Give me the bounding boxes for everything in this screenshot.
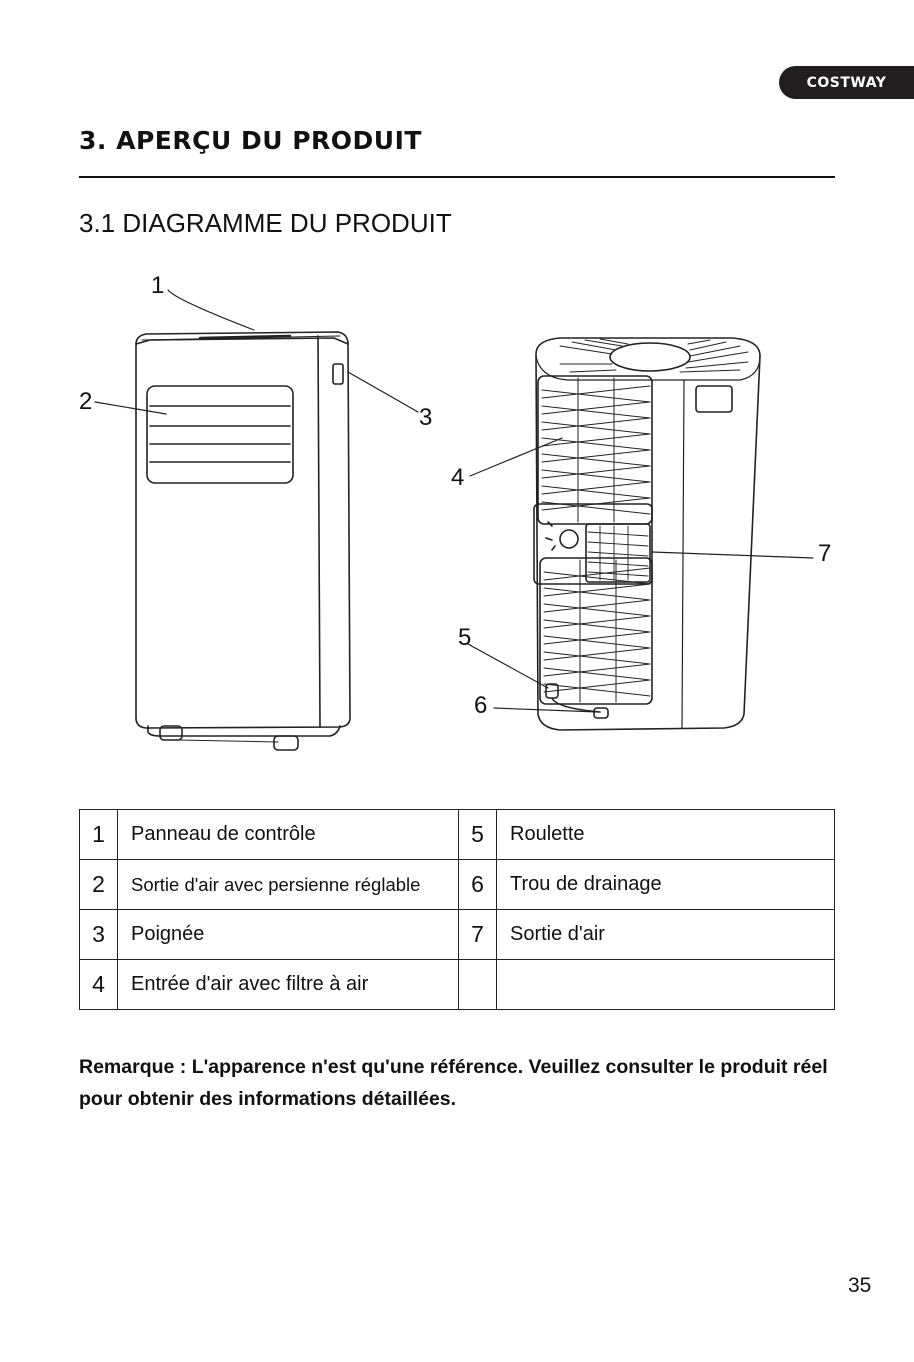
part-number: 2 [79, 859, 118, 910]
callout-1: 1 [151, 272, 165, 299]
part-number: 5 [458, 809, 497, 860]
part-label [496, 959, 835, 1010]
part-label: Poignée [117, 909, 459, 960]
callout-7: 7 [818, 540, 832, 567]
page-number: 35 [848, 1274, 872, 1297]
section-divider [79, 176, 835, 178]
callout-4: 4 [451, 464, 465, 491]
front-unit-illustration [135, 331, 351, 751]
part-number [458, 959, 497, 1010]
product-diagram: 1 2 3 4 5 6 7 [0, 260, 914, 780]
callout-3: 3 [419, 404, 433, 431]
callout-2: 2 [79, 388, 93, 415]
part-number: 6 [458, 859, 497, 910]
callout-6: 6 [474, 692, 488, 719]
product-illustration [94, 289, 814, 751]
callout-5: 5 [458, 624, 472, 651]
subsection-title: 3.1 DIAGRAMME DU PRODUIT [79, 208, 452, 238]
callout-leader-lines [94, 289, 814, 713]
part-label: Sortie d'air avec persienne réglable [117, 859, 459, 910]
part-number: 4 [79, 959, 118, 1010]
table-row: 3 Poignée 7 Sortie d'air [79, 909, 835, 960]
brand-badge: COSTWAY [779, 66, 914, 99]
table-row: 4 Entrée d'air avec filtre à air [79, 959, 835, 1010]
rear-unit-illustration [533, 337, 761, 731]
note-text: Remarque : L'apparence n'est qu'une réfé… [79, 1056, 828, 1110]
part-number: 3 [79, 909, 118, 960]
part-label: Panneau de contrôle [117, 809, 459, 860]
part-number: 7 [458, 909, 497, 960]
part-label: Entrée d'air avec filtre à air [117, 959, 459, 1010]
part-label: Roulette [496, 809, 835, 860]
part-number: 1 [79, 809, 118, 860]
parts-legend-table: 1 Panneau de contrôle 5 Roulette 2 Sorti… [79, 809, 835, 1010]
table-row: 1 Panneau de contrôle 5 Roulette [79, 809, 835, 860]
table-row: 2 Sortie d'air avec persienne réglable 6… [79, 859, 835, 910]
section-title: 3. APERÇU DU PRODUIT [79, 126, 422, 155]
part-label: Trou de drainage [496, 859, 835, 910]
part-label: Sortie d'air [496, 909, 835, 960]
